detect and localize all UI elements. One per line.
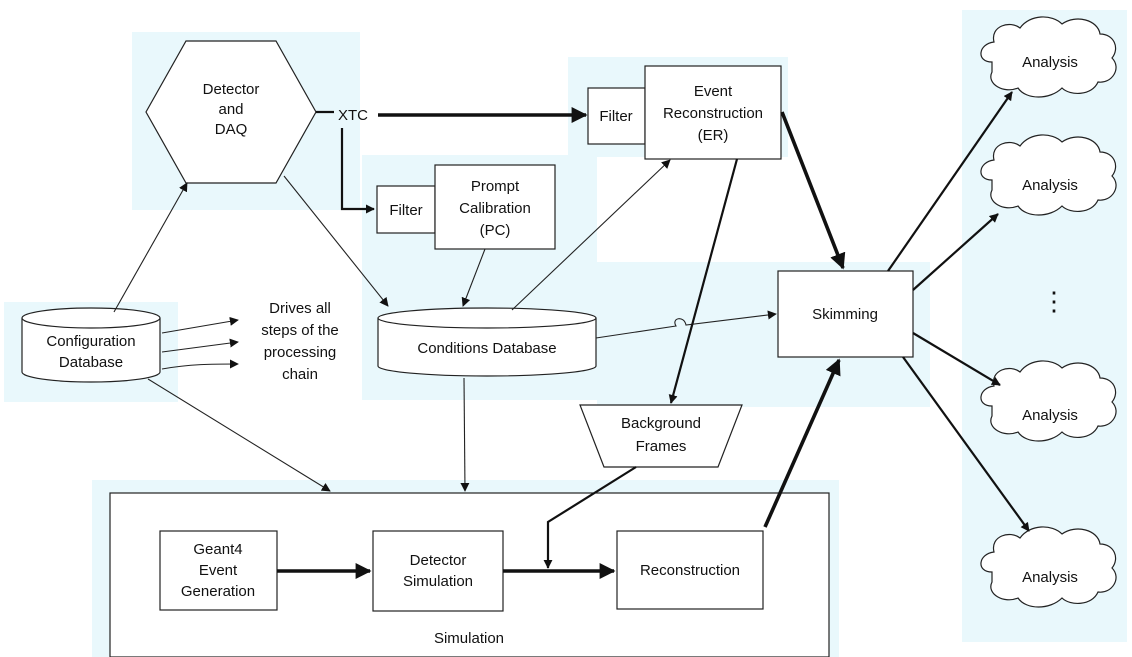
detector-simulation-node: Detector Simulation bbox=[372, 530, 504, 612]
event-reco-line1: Event bbox=[694, 83, 733, 100]
background-frames-node: Background Frames bbox=[579, 404, 743, 468]
event-reconstruction-box bbox=[644, 65, 782, 160]
arrow-er-background bbox=[668, 158, 739, 404]
reconstruction-label: Reconstruction bbox=[640, 562, 740, 579]
arrow-config-detector bbox=[113, 182, 188, 313]
geant4-line2: Event bbox=[199, 562, 238, 579]
conditions-database-node: Conditions Database bbox=[377, 307, 597, 377]
reconstruction-node: Reconstruction bbox=[616, 530, 764, 610]
drives-note-line2: steps of the bbox=[261, 322, 339, 339]
arrow-config-note-1 bbox=[161, 316, 239, 334]
prompt-cal-line3: (PC) bbox=[480, 222, 511, 239]
filter-er-label: Filter bbox=[599, 108, 632, 125]
analysis-label-3: Analysis bbox=[1022, 407, 1078, 424]
arrow-skim-analysis-4 bbox=[902, 356, 1030, 532]
filter-er-box bbox=[587, 87, 646, 145]
arrow-config-note-3 bbox=[161, 359, 239, 370]
simulation-label: Simulation bbox=[434, 630, 504, 647]
arrow-detector-conditions bbox=[283, 175, 389, 307]
detector-label-line1: Detector bbox=[203, 81, 260, 98]
drives-note-line1: Drives all bbox=[269, 300, 331, 317]
arrow-skim-analysis-3 bbox=[912, 332, 1001, 386]
drives-note-line3: processing bbox=[264, 344, 337, 361]
prompt-calibration-group: Filter Prompt Calibration (PC) bbox=[376, 164, 556, 250]
arrow-reco-skimming bbox=[763, 358, 841, 528]
config-db-line2: Database bbox=[59, 354, 123, 371]
config-db-line1: Configuration bbox=[46, 333, 135, 350]
skimming-node: Skimming bbox=[777, 270, 914, 358]
arrow-er-skimming bbox=[780, 111, 846, 270]
geant4-node: Geant4 Event Generation bbox=[159, 530, 278, 611]
arrow-conditions-simulation bbox=[460, 377, 470, 492]
arrow-pc-conditions bbox=[461, 248, 486, 307]
event-reco-line2: Reconstruction bbox=[663, 105, 763, 122]
background-frames-line2: Frames bbox=[636, 438, 687, 455]
analysis-label-1: Analysis bbox=[1022, 54, 1078, 71]
geant4-line3: Generation bbox=[181, 583, 255, 600]
xtc-label: XTC bbox=[338, 107, 368, 124]
analysis-cloud-3: Analysis bbox=[980, 360, 1117, 442]
detector-daq-node: Detector and DAQ bbox=[145, 40, 317, 184]
arrow-conditions-skimming bbox=[595, 310, 777, 339]
prompt-cal-line1: Prompt bbox=[471, 178, 520, 195]
analysis-label-2: Analysis bbox=[1022, 177, 1078, 194]
arrow-skim-analysis-1 bbox=[887, 91, 1013, 272]
skimming-label: Skimming bbox=[812, 306, 878, 323]
analysis-cloud-4: Analysis bbox=[980, 526, 1117, 608]
configuration-database-node: Configuration Database bbox=[21, 307, 161, 383]
geant4-line1: Geant4 bbox=[193, 541, 242, 558]
arrow-xtc-pc bbox=[340, 128, 375, 214]
arrow-config-note-2 bbox=[161, 338, 239, 353]
drives-note-line4: chain bbox=[282, 366, 318, 383]
detector-label-line3: DAQ bbox=[215, 121, 248, 138]
background-frames-line1: Background bbox=[621, 415, 701, 432]
connectors bbox=[113, 91, 1030, 579]
prompt-calibration-box bbox=[434, 164, 556, 250]
analysis-label-4: Analysis bbox=[1022, 569, 1078, 586]
prompt-cal-line2: Calibration bbox=[459, 200, 531, 217]
filter-pc-label: Filter bbox=[389, 202, 422, 219]
event-reconstruction-group: Filter Event Reconstruction (ER) bbox=[587, 65, 782, 160]
detector-sim-line1: Detector bbox=[410, 552, 467, 569]
arrow-config-simulation bbox=[147, 378, 331, 492]
analysis-cloud-2: Analysis bbox=[980, 134, 1117, 216]
conditions-db-label: Conditions Database bbox=[417, 340, 556, 357]
ellipsis-marker: ⋮ bbox=[1041, 286, 1067, 316]
drives-note: Drives all steps of the processing chain bbox=[261, 300, 339, 383]
arrow-conditions-er bbox=[511, 159, 671, 311]
detector-label-line2: and bbox=[218, 101, 243, 118]
event-reco-line3: (ER) bbox=[698, 127, 729, 144]
analysis-cloud-1: Analysis bbox=[980, 16, 1117, 98]
arrow-background-reco bbox=[543, 466, 637, 569]
detector-sim-line2: Simulation bbox=[403, 573, 473, 590]
arrow-skim-analysis-2 bbox=[912, 213, 999, 291]
